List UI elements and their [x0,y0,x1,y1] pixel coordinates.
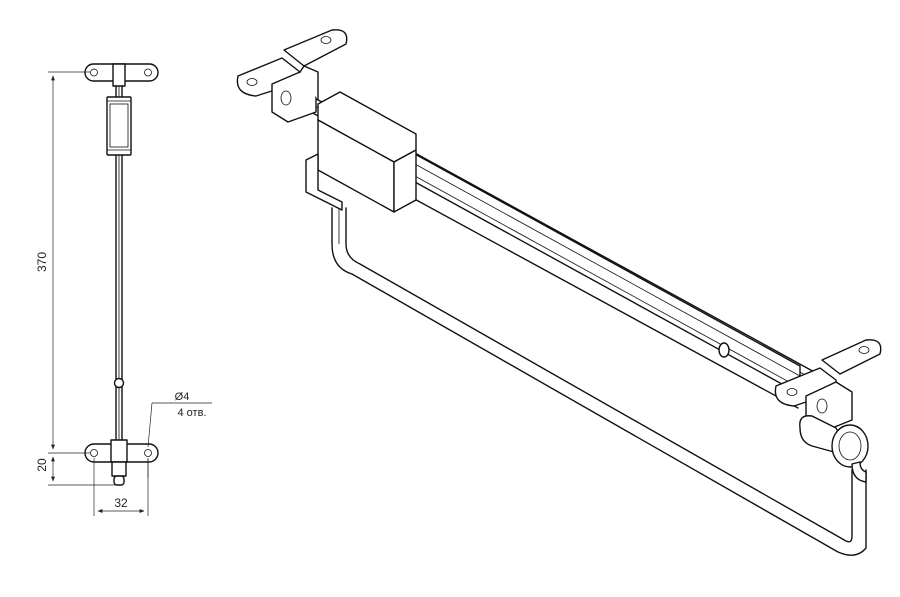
dimension-height-label: 370 [35,252,49,272]
side-view-bottom-bracket [84,439,159,486]
isometric-hanging-rod [331,207,867,556]
dimension-width: 32 [93,458,149,516]
isometric-view [236,29,882,556]
dimension-bracket: 20 [35,456,116,486]
side-view-carriage [106,96,132,156]
isometric-carriage [305,91,417,213]
side-view-top-bracket [84,63,159,87]
dimension-hole: Ø4 4 отв. [147,391,212,478]
dimension-width-label: 32 [114,496,128,510]
side-view-stop-pin [113,377,125,389]
isometric-rod-end-cap [799,415,869,483]
isometric-bottom-bracket [774,339,882,433]
hole-count-label: 4 отв. [178,407,207,419]
side-view [84,63,159,486]
dimension-height: 370 [35,71,90,454]
isometric-top-bracket [236,29,348,123]
dimension-bracket-label: 20 [35,458,49,472]
hole-diameter-label: Ø4 [175,391,190,403]
